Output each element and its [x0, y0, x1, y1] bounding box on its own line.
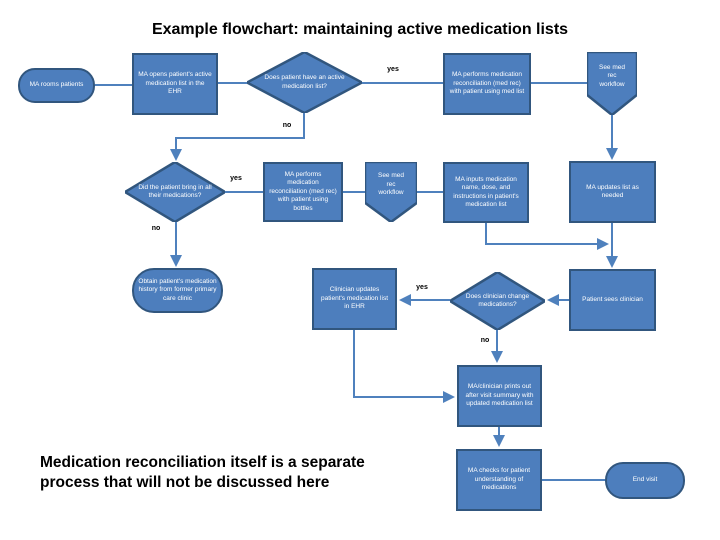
- page-title: Example flowchart: maintaining active me…: [151, 21, 569, 38]
- edge-label-no-2: no: [151, 225, 161, 232]
- diamond-shape: [125, 162, 225, 222]
- edge-label-no-3: no: [480, 337, 490, 344]
- offpage-see-med-rec-workflow-2: See med rec workflow: [365, 162, 417, 222]
- node-label: See med rec workflow: [377, 172, 405, 197]
- decision-patient-brought-medications: Did the patient bring in all their medic…: [125, 162, 225, 222]
- decision-clinician-change-medications: Does clinician change medications?: [450, 272, 545, 330]
- node-label: MA checks for patient understanding of m…: [467, 467, 531, 492]
- node-input-medication-details: MA inputs medication name, dose, and ins…: [443, 162, 529, 223]
- node-label: MA/clinician prints out after visit summ…: [465, 383, 534, 408]
- footnote: Medication reconciliation itself is a se…: [40, 454, 365, 491]
- node-label: MA inputs medication name, dose, and ins…: [453, 175, 519, 208]
- node-label: Does clinician change medications?: [465, 292, 530, 308]
- diamond-shape: [247, 52, 362, 113]
- offpage-connector-shape: [365, 162, 417, 222]
- connector-decision1-no: [170, 113, 305, 161]
- edge-label-yes-2: yes: [230, 175, 242, 182]
- node-label: Clinician updates patient's medication l…: [321, 286, 388, 311]
- edge-label-yes-3: yes: [416, 284, 428, 291]
- node-obtain-medication-history: Obtain patient's medication history from…: [132, 268, 223, 313]
- node-label: See med rec workflow: [598, 63, 626, 88]
- diamond-shape: [450, 272, 545, 330]
- node-label: Does patient have an active medication l…: [264, 74, 345, 90]
- node-patient-sees-clinician: Patient sees clinician: [569, 269, 656, 331]
- node-end-visit: End visit: [605, 462, 685, 499]
- offpage-connector-shape: [587, 52, 637, 115]
- connector-input-join: [485, 223, 609, 250]
- offpage-see-med-rec-workflow-1: See med rec workflow: [587, 52, 637, 115]
- node-print-after-visit-summary: MA/clinician prints out after visit summ…: [457, 365, 542, 427]
- node-clinician-updates-list: Clinician updates patient's medication l…: [312, 268, 397, 330]
- connector-clinician-to-print: [353, 330, 455, 403]
- node-label: MA opens patient's active medication lis…: [138, 71, 212, 96]
- node-label: MA performs medication reconciliation (m…: [449, 71, 525, 96]
- node-med-rec-with-med-list: MA performs medication reconciliation (m…: [443, 53, 531, 115]
- node-label: MA updates list as needed: [586, 183, 639, 199]
- node-label: MA rooms patients: [29, 81, 84, 89]
- node-start-ma-rooms-patients: MA rooms patients: [18, 68, 95, 103]
- node-label: End visit: [632, 476, 658, 484]
- node-check-patient-understanding: MA checks for patient understanding of m…: [456, 449, 542, 511]
- node-med-rec-with-bottles: MA performs medication reconciliation (m…: [263, 162, 343, 222]
- node-label: Did the patient bring in all their medic…: [138, 183, 212, 199]
- node-label: Patient sees clinician: [582, 295, 643, 303]
- node-update-list-as-needed: MA updates list as needed: [569, 161, 656, 223]
- edge-label-yes-1: yes: [387, 66, 399, 73]
- node-open-medication-list: MA opens patient's active medication lis…: [132, 53, 218, 115]
- decision-active-medication-list: Does patient have an active medication l…: [247, 52, 362, 113]
- edge-label-no-1: no: [282, 122, 292, 129]
- node-label: MA performs medication reconciliation (m…: [269, 170, 337, 212]
- node-label: Obtain patient's medication history from…: [138, 277, 217, 302]
